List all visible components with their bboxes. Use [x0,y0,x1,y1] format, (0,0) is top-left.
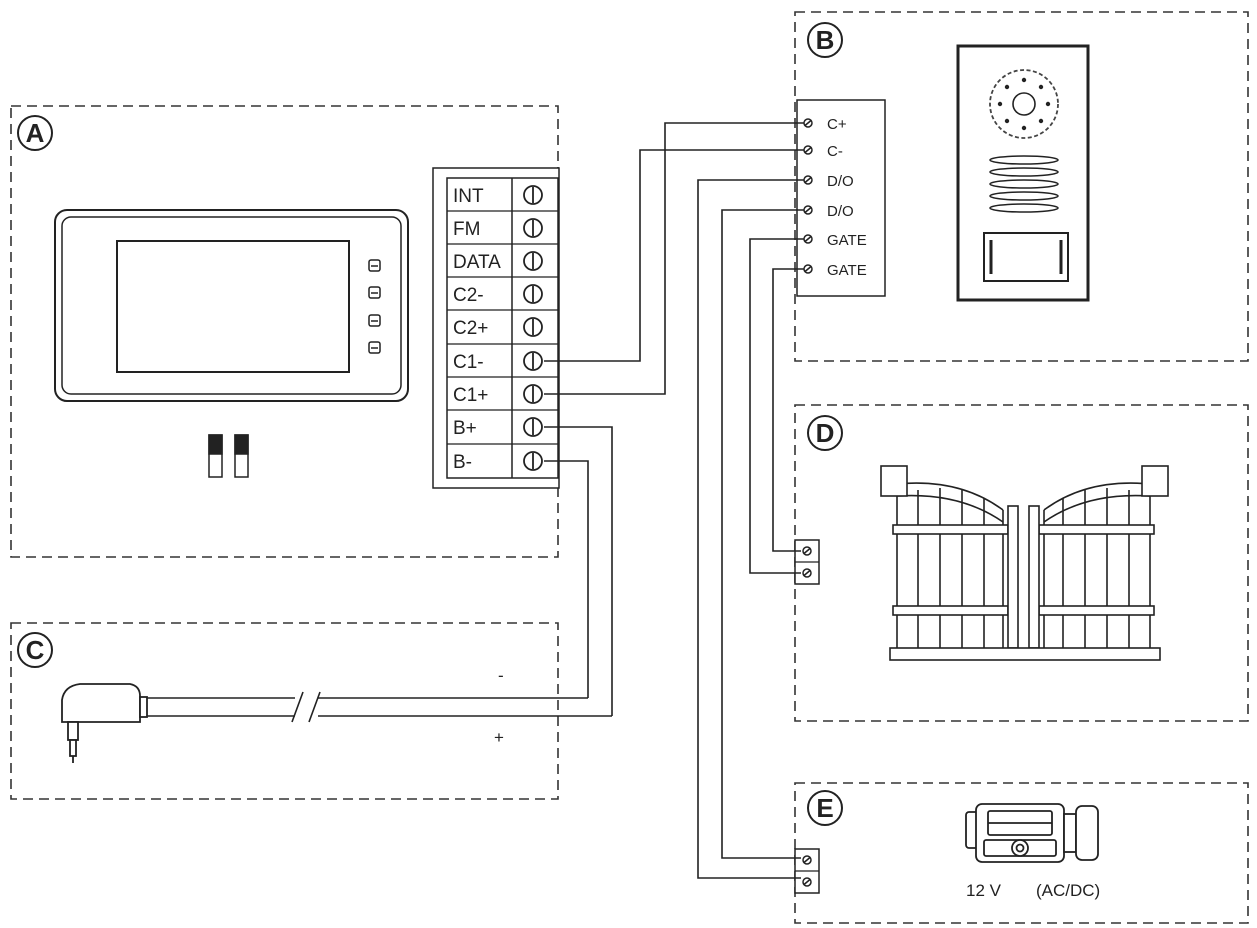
panel-label-gate-1: GATE [827,232,867,249]
zone-d-letter: D [816,418,835,448]
panel-label-c-minus: C- [827,143,843,160]
wire-b-plus-to-adapter-plus [544,426,613,716]
zone-e-letter: E [816,793,833,823]
dip-switch-icon [208,434,249,478]
zone-e-tag: E [807,790,843,826]
gate-terminal-block [794,539,820,585]
zone-b-letter: B [816,25,835,55]
terminal-label-c2-minus: C2- [453,285,484,306]
terminal-label-c2-plus: C2+ [453,318,488,339]
zone-c-letter: C [26,635,45,665]
zone-b-tag: B [807,22,843,58]
terminal-label-b-plus: B+ [453,418,477,439]
zone-c-border [10,622,559,800]
wire-c1-minus-to-c-minus [544,149,804,362]
lock-voltage-label: 12 V [966,881,1002,900]
zone-b-border [794,11,1249,362]
monitor [54,209,409,402]
lock-terminal-block [794,848,820,894]
panel-terminal-block: C+ C- D/O D/O GATE GATE [796,99,886,297]
panel-label-gate-2: GATE [827,262,867,279]
monitor-buttons [368,259,381,354]
monitor-terminal-block: INT FM DATA C2- C2+ C1- C1+ B+ B- [432,167,560,489]
wire-do1-to-lock [697,179,804,879]
terminal-label-int: INT [453,186,484,207]
speaker-grille-icon [989,155,1059,213]
monitor-screen [116,240,350,373]
zone-e-border [794,782,1249,924]
panel-label-do-1: D/O [827,173,854,190]
electric-lock-icon [965,803,1099,863]
panel-label-c-plus: C+ [827,116,847,133]
lock-type-label: (AC/DC) [1036,881,1100,900]
terminal-label-fm: FM [453,219,480,240]
door-panel [956,44,1090,302]
terminal-label-data: DATA [453,252,501,273]
adapter-plus-label: + [494,728,504,747]
zone-a-tag: A [17,115,53,151]
wire-do2-to-lock [721,209,804,859]
terminal-label-c1-minus: C1- [453,352,484,373]
adapter-cable [147,691,612,723]
adapter-minus-label: - [498,666,504,685]
zone-a-letter: A [26,118,45,148]
gate-icon [880,465,1169,661]
call-button-icon [983,232,1069,282]
wire-b-minus-to-adapter-minus [544,460,589,698]
zone-c-tag: C [17,632,53,668]
terminal-label-c1-plus: C1+ [453,385,488,406]
terminal-screws [523,185,543,471]
panel-label-do-2: D/O [827,203,854,220]
power-adapter-icon [61,683,148,763]
wire-gate2-to-gate [772,268,804,552]
wire-gate1-to-gate [749,238,804,574]
terminal-label-b-minus: B- [453,452,472,473]
wire-c1-plus-to-c-plus [544,122,804,395]
zone-d-tag: D [807,415,843,451]
zone-d-border [794,404,1249,722]
wires [544,122,804,879]
